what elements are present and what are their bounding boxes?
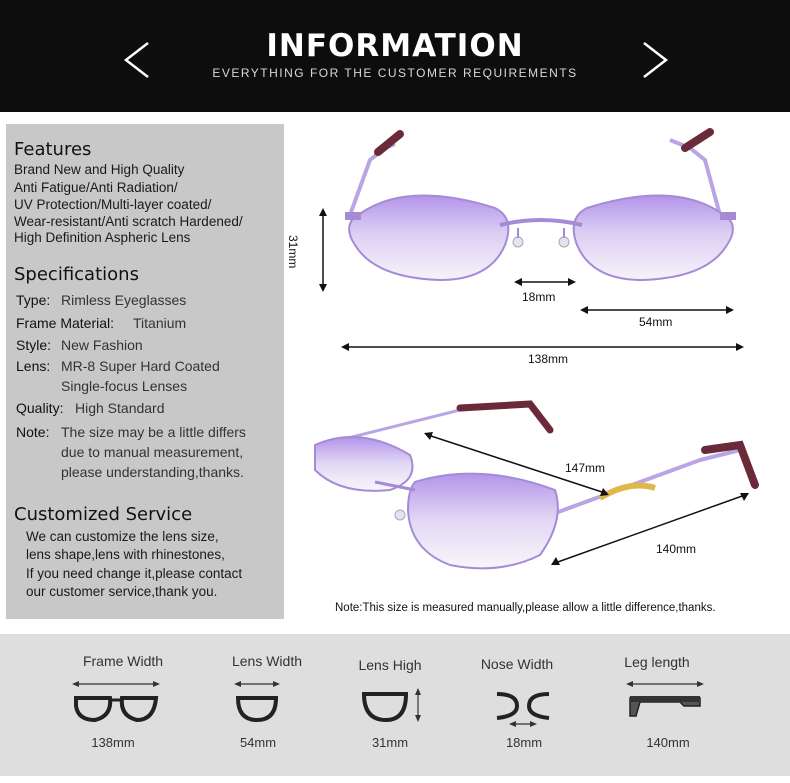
- chevron-left-icon[interactable]: [120, 40, 154, 80]
- spec-type-value: Rimless Eyeglasses: [61, 292, 187, 308]
- frame-width-label: Frame Width: [82, 653, 164, 669]
- feature-line: UV Protection/Multi-layer coated/: [14, 197, 212, 212]
- spec-note-value: The size may be a little differs: [61, 424, 246, 440]
- page-title: INFORMATION: [266, 28, 524, 64]
- page-subtitle: EVERYTHING FOR THE CUSTOMER REQUIREMENTS: [212, 66, 578, 80]
- lens-width-dimension: 54mm: [639, 315, 673, 329]
- spec-quality-value: High Standard: [75, 400, 165, 416]
- feature-line: High Definition Aspheric Lens: [14, 230, 191, 245]
- spec-material-value: Titanium: [133, 315, 187, 331]
- spec-note-value: due to manual measurement,: [61, 444, 244, 460]
- features-heading: Features: [14, 139, 92, 160]
- nose-width-value: 18mm: [505, 735, 543, 750]
- measurement-note: Note:This size is measured manually,plea…: [335, 602, 716, 614]
- bridge-dimension: 18mm: [522, 290, 556, 304]
- nose-width-label: Nose Width: [480, 656, 554, 672]
- chevron-right-icon[interactable]: [638, 40, 672, 80]
- measurement-icons-strip: Frame Width 138mm Lens Width 54mm Lens H…: [0, 634, 790, 776]
- customized-line: If you need change it,please contact: [26, 566, 243, 581]
- lens-height-icon: [362, 688, 421, 723]
- spec-type-label: Type:: [16, 292, 51, 308]
- info-panel: Features Brand New and High Quality Anti…: [6, 124, 284, 619]
- lens-height-label: Lens High: [358, 657, 422, 673]
- feature-line: Brand New and High Quality: [14, 162, 185, 177]
- feature-line: Anti Fatigue/Anti Radiation/: [14, 180, 178, 195]
- lens-height-value: 31mm: [371, 735, 409, 750]
- temple-dimension: 140mm: [656, 542, 697, 556]
- leg-length-value: 140mm: [646, 735, 690, 750]
- frame-width-icon: [72, 681, 160, 723]
- spec-style-label: Style:: [16, 337, 52, 353]
- spec-lens-label: Lens:: [16, 358, 51, 374]
- diagonal-dimension: 147mm: [565, 461, 606, 475]
- lens-width-value: 54mm: [239, 735, 277, 750]
- spec-material-label: Frame Material:: [16, 315, 115, 331]
- nose-width-icon: [496, 692, 550, 727]
- feature-line: Wear-resistant/Anti scratch Hardened/: [14, 214, 243, 229]
- height-dimension: 31mm: [286, 235, 300, 269]
- spec-style-value: New Fashion: [61, 337, 143, 353]
- customized-line: lens shape,lens with rhinestones,: [26, 547, 225, 562]
- spec-lens-value: MR-8 Super Hard Coated: [61, 358, 220, 374]
- header-banner: INFORMATION EVERYTHING FOR THE CUSTOMER …: [0, 0, 790, 112]
- leg-length-label: Leg length: [624, 654, 690, 670]
- glasses-side-image: [314, 400, 759, 570]
- specifications-heading: Specifications: [14, 264, 139, 285]
- lens-width-label: Lens Width: [231, 653, 303, 669]
- glasses-front-image: [319, 128, 744, 351]
- frame-width-value: 138mm: [91, 735, 135, 750]
- spec-lens-value: Single-focus Lenses: [61, 378, 188, 394]
- spec-note-value: please understanding,thanks.: [61, 464, 244, 480]
- customized-line: We can customize the lens size,: [26, 529, 219, 544]
- spec-note-label: Note:: [16, 424, 50, 440]
- customized-heading: Customized Service: [14, 504, 193, 525]
- spec-quality-label: Quality:: [16, 400, 64, 416]
- leg-length-icon: [626, 681, 704, 717]
- frame-width-dimension: 138mm: [528, 352, 569, 366]
- lens-width-icon: [234, 681, 280, 723]
- customized-line: our customer service,thank you.: [26, 584, 218, 599]
